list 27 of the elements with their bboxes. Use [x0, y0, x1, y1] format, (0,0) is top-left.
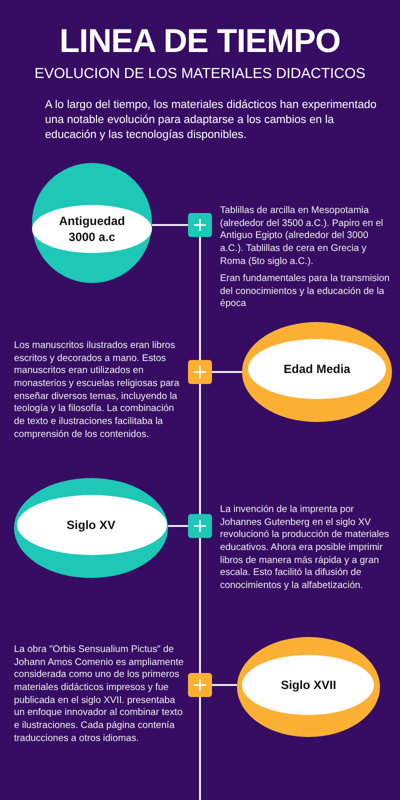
- connector-line: [152, 224, 188, 226]
- description-text: La obra "Orbis Sensualium Pictus" de Johann Amos Comenio es ampliamente considerada como uno de los primeros materiales didácticos impresos y fue publicada en el siglo XVII. presentaba un enfoque innovador al combinar texto e ilustraciones. Cada página contenía traducciones a otros idiomas.: [14, 644, 185, 746]
- title: LINEA DE TIEMPO: [58, 22, 342, 60]
- era-label: Edad Media: [284, 360, 350, 378]
- era-ellipse: [32, 163, 152, 283]
- intro-paragraph: A lo largo del tiempo, los materiales didácticos han experimentado una notable evolución para adaptarse a los cambios en la educación y las tecnologías disponibles.: [45, 98, 378, 143]
- description-text: Los manuscritos ilustrados eran libros escritos y decorados a mano. Estos manuscritos eran utilizados en monasterios y escuelas religiosas para enseñar diversos temas, incluyendo la teología y la filosofía. La combinación de texto e ilustraciones facilitaba la comprensión de los contenidos.: [14, 340, 180, 442]
- description-text: La invención de la imprenta por Johannes Gutenberg en el siglo XV revolucionó la producción de materiales educativos. Ahora era posible imprimir libros de manera más rápida y a gran escala. Esto facilitó la difusión de conocimientos y la alfabetización.: [220, 504, 390, 593]
- connector-line: [199, 237, 201, 360]
- connector-line: [199, 384, 201, 514]
- era-label: Siglo XV: [66, 516, 116, 534]
- connector-line: [212, 684, 237, 686]
- era-ellipse: [242, 322, 392, 422]
- era-label: Siglo XVII: [280, 676, 336, 694]
- connector-line: [168, 525, 188, 527]
- era-label: Antiguedad 3000 a.c: [58, 212, 126, 246]
- description-text: Eran fundamentales para la transmision del conocimientos y la educación de la época: [220, 273, 391, 311]
- era-ellipse: [237, 637, 380, 737]
- subtitle: EVOLUCION DE LOS MATERIALES DIDACTICOS: [34, 66, 366, 82]
- era-ellipse: [14, 478, 168, 578]
- timeline-marker: [188, 673, 212, 697]
- timeline-marker: [188, 514, 212, 538]
- timeline-marker: [188, 360, 212, 384]
- connector-line: [212, 371, 242, 373]
- connector-line: [199, 538, 201, 673]
- timeline-marker: [188, 213, 212, 237]
- description-text: Tablillas de arcilla en Mesopotamia (alrededor del 3500 a.C.). Papiro en el Antiguo Egipto (alrededor del 3000 a.C.). Tablillas de cera en Grecia y Roma (5to siglo a.C.).: [220, 205, 384, 268]
